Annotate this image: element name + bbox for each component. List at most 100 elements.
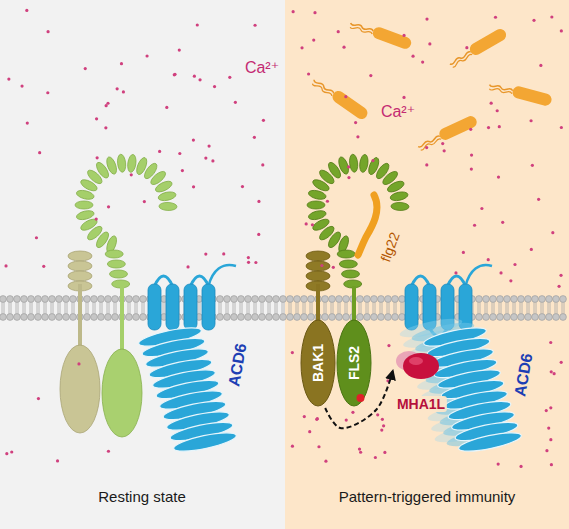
calcium-ions	[494, 16, 497, 19]
lipid-bilayer	[238, 296, 245, 303]
lipid-bilayer	[84, 296, 91, 303]
calcium-ions	[354, 121, 357, 124]
lipid-bilayer	[324, 302, 325, 314]
calcium-ions	[557, 285, 560, 288]
lipid-bilayer	[109, 302, 110, 314]
lipid-bilayer	[18, 302, 19, 314]
coreceptor-active	[306, 251, 330, 261]
lipid-bilayer	[326, 302, 327, 314]
lipid-bilayer	[60, 302, 61, 314]
lipid-bilayer	[28, 314, 35, 321]
calcium-ions	[369, 74, 372, 77]
bacteria	[350, 25, 373, 36]
transmembrane-helices	[202, 284, 215, 330]
lipid-bilayer	[70, 296, 77, 303]
lipid-bilayer	[366, 302, 367, 314]
lipid-bilayer	[294, 296, 301, 303]
lipid-bilayer	[140, 314, 147, 321]
lipid-bilayer	[336, 314, 343, 321]
lipid-bilayer	[473, 302, 474, 314]
resting-panel: Resting stateACD6	[0, 0, 285, 529]
calcium-ions	[473, 224, 476, 227]
bacteria	[511, 85, 553, 107]
lipid-bilayer	[291, 302, 292, 314]
transmembrane-helices	[405, 265, 492, 336]
bacteria	[349, 17, 413, 50]
calcium-ions	[545, 449, 548, 452]
receptor-kinase: BAK1	[300, 318, 336, 408]
calcium-ions	[344, 95, 347, 98]
calcium-ions	[307, 72, 310, 75]
transmembrane-helices	[148, 284, 161, 330]
lipid-bilayer	[303, 302, 304, 314]
calcium-ions	[381, 418, 384, 421]
calcium-ions	[498, 125, 501, 128]
protein-label: BAK1	[310, 344, 326, 382]
calcium-ions	[253, 136, 256, 139]
lipid-bilayer	[16, 302, 17, 314]
lipid-bilayer	[345, 302, 346, 314]
activation-arrow	[325, 370, 393, 428]
calcium-ions	[356, 135, 359, 138]
lipid-bilayer	[357, 296, 364, 303]
calcium-ions	[496, 109, 499, 112]
lipid-bilayer	[9, 302, 10, 314]
calcium-ions	[470, 153, 473, 156]
lipid-bilayer	[382, 302, 383, 314]
lipid-bilayer	[322, 296, 329, 303]
lipid-bilayer	[231, 296, 238, 303]
calcium-ions	[204, 156, 207, 159]
lipid-bilayer	[102, 302, 103, 314]
lipid-bilayer	[126, 314, 133, 321]
calcium-ions	[173, 73, 176, 76]
calcium-ions	[537, 198, 540, 201]
lipid-bilayer	[25, 302, 26, 314]
lipid-bilayer	[282, 302, 283, 314]
calcium-ions	[549, 341, 552, 344]
bacteria	[418, 135, 441, 148]
calcium-ions	[7, 77, 10, 80]
lipid-bilayer	[105, 314, 112, 321]
calcium-ions	[545, 409, 548, 412]
calcium-ions	[560, 126, 563, 129]
lipid-bilayer	[518, 314, 525, 321]
lipid-bilayer	[373, 302, 374, 314]
coreceptor-active	[306, 261, 330, 271]
calcium-ions	[222, 252, 225, 255]
calcium-ions	[487, 126, 490, 129]
calcium-ions	[313, 11, 316, 14]
calcium-ions	[35, 236, 38, 239]
receptor-active	[391, 202, 409, 211]
lipid-bilayer	[539, 314, 546, 321]
calcium-ions	[5, 452, 8, 455]
lipid-bilayer	[144, 302, 145, 314]
calcium-ions	[46, 30, 49, 33]
calcium-ions	[443, 149, 446, 152]
calcium-ions	[317, 445, 320, 448]
kinase-domain	[337, 320, 371, 406]
lipid-bilayer	[67, 302, 68, 314]
lipid-bilayer	[32, 302, 33, 314]
lipid-bilayer	[137, 302, 138, 314]
calcium-ions	[553, 372, 556, 375]
bacteria	[488, 79, 553, 107]
calcium-ions	[529, 119, 532, 122]
calcium-ions	[211, 159, 214, 162]
bacteria	[416, 114, 479, 152]
calcium-ions	[145, 54, 148, 57]
calcium-ions	[490, 102, 493, 105]
lipid-bilayer	[256, 302, 257, 314]
lipid-bilayer	[364, 314, 371, 321]
calcium-ions	[181, 169, 184, 172]
lipid-bilayer	[254, 302, 255, 314]
lipid-bilayer	[490, 314, 497, 321]
calcium-ions	[547, 426, 550, 429]
calcium-ions	[107, 450, 110, 453]
calcium-ions	[550, 15, 553, 18]
lipid-bilayer	[133, 296, 140, 303]
lipid-bilayer	[336, 296, 343, 303]
receptor-resting	[159, 202, 177, 211]
lipid-bilayer	[403, 302, 404, 314]
lipid-bilayer	[88, 302, 89, 314]
coreceptor-resting	[68, 251, 92, 261]
